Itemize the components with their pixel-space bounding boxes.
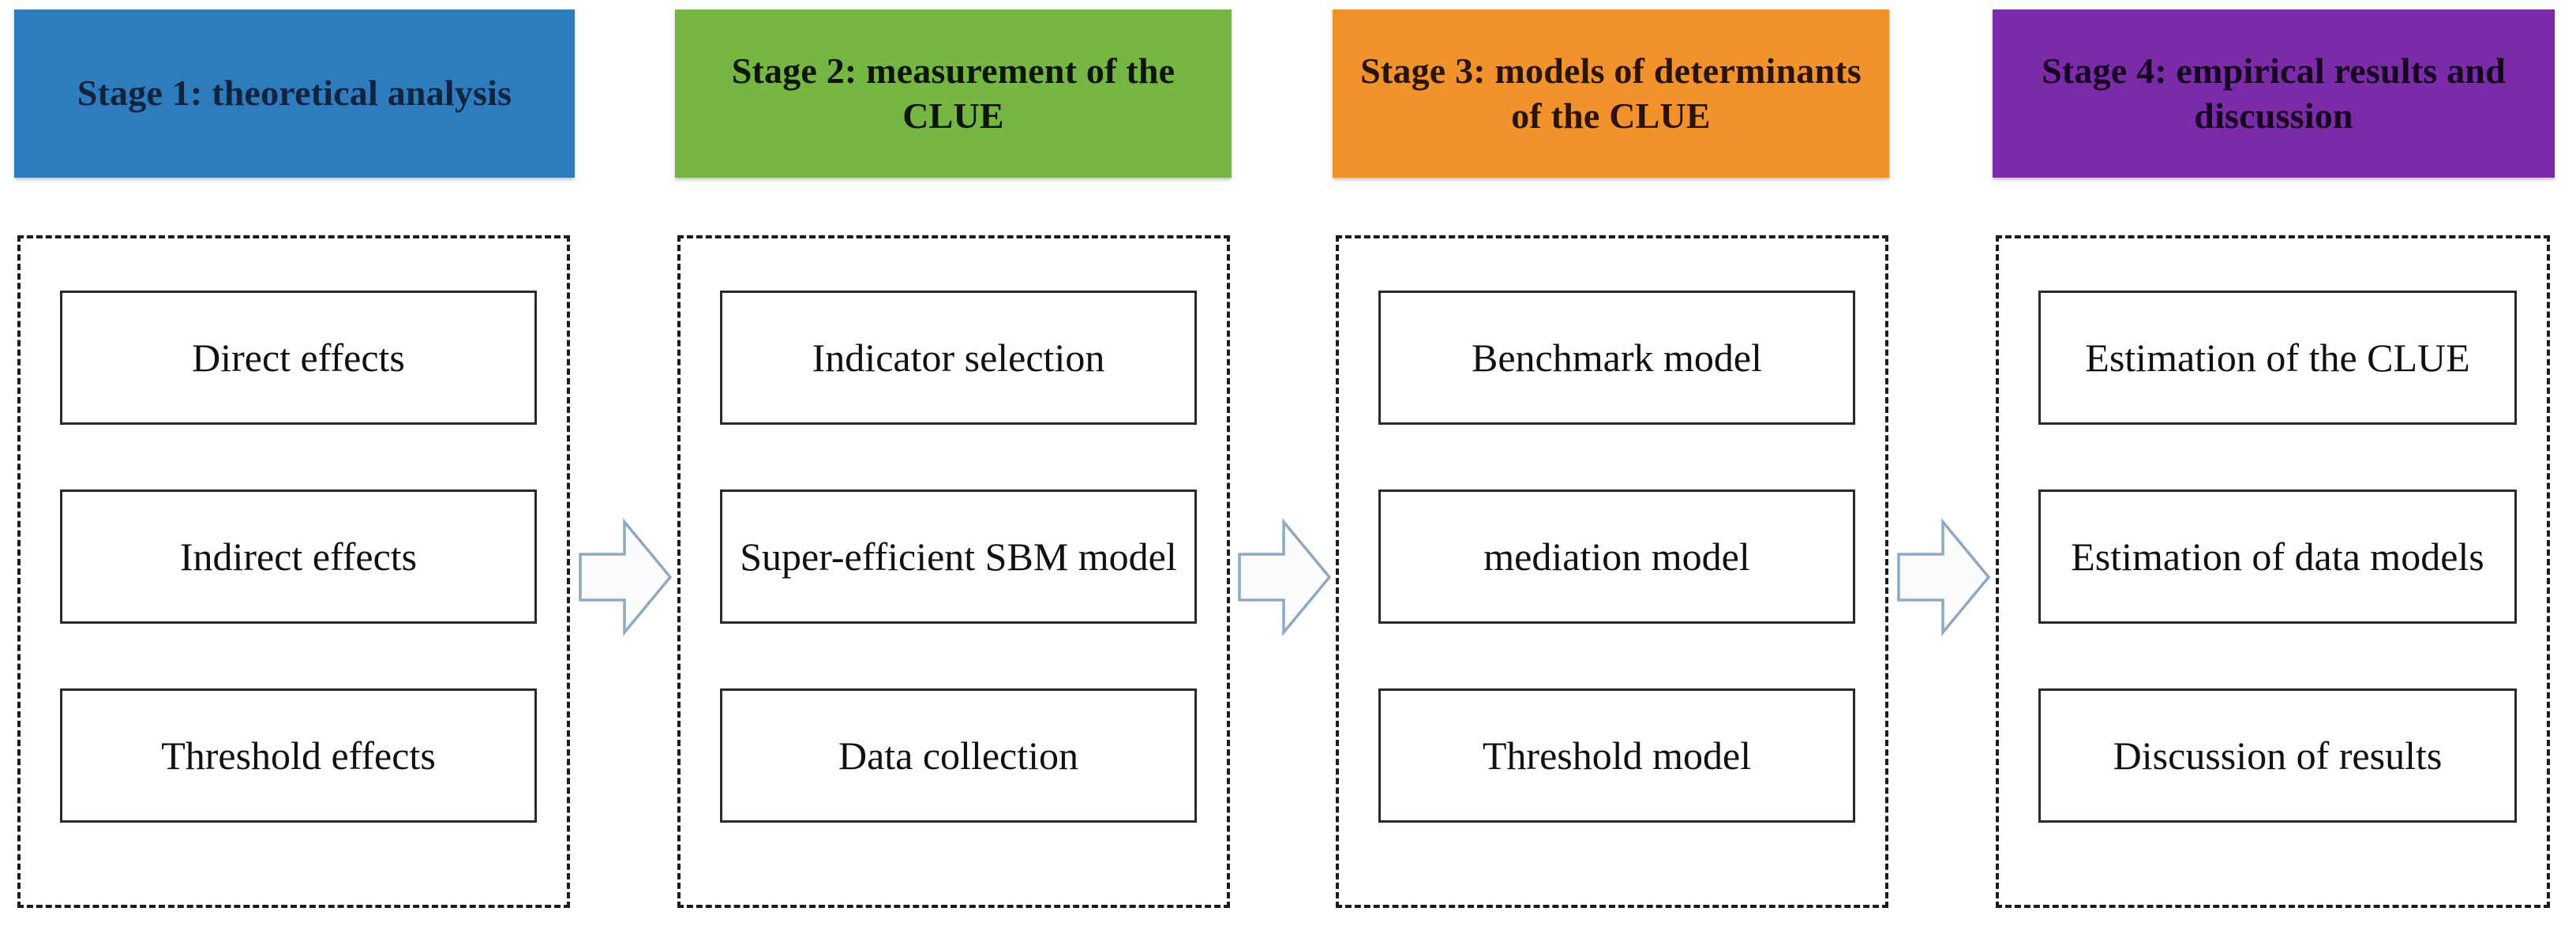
stage-header-2-label: Stage 2: measurement of the CLUE — [731, 51, 1176, 136]
stage-container-3: Benchmark model mediation model Threshol… — [1336, 235, 1888, 908]
stage3-item-2: mediation model — [1378, 490, 1855, 624]
stage3-item-3-label: Threshold model — [1482, 733, 1752, 778]
arrow-right-icon — [1238, 517, 1331, 637]
stage4-item-1-label: Estimation of the CLUE — [2085, 336, 2470, 380]
stage1-item-1-label: Direct effects — [192, 336, 405, 380]
stage-header-4-label: Stage 4: empirical results and discussio… — [2042, 51, 2506, 136]
stage4-item-2: Estimation of data models — [2038, 490, 2517, 624]
stage4-item-2-label: Estimation of data models — [2071, 535, 2484, 579]
stage4-item-3: Discussion of results — [2038, 688, 2517, 823]
stage4-item-3-label: Discussion of results — [2113, 733, 2443, 778]
arrow-right-icon — [1897, 517, 1990, 637]
stage2-item-2: Super-efficient SBM model — [720, 490, 1197, 624]
stage2-item-1-label: Indicator selection — [812, 336, 1105, 380]
arrow-right-icon — [579, 517, 672, 637]
stage1-item-3: Threshold effects — [60, 688, 537, 823]
stage-header-2: Stage 2: measurement of the CLUE — [675, 9, 1232, 178]
stage1-item-3-label: Threshold effects — [161, 733, 436, 778]
stage3-item-3: Threshold model — [1378, 688, 1855, 823]
stage-header-3-label: Stage 3: models of determinants of the C… — [1360, 51, 1862, 136]
stage-header-1: Stage 1: theoretical analysis — [14, 9, 575, 178]
stage2-item-2-label: Super-efficient SBM model — [740, 535, 1177, 579]
stage-container-2: Indicator selection Super-efficient SBM … — [677, 235, 1230, 908]
stage-header-1-label: Stage 1: theoretical analysis — [77, 73, 512, 114]
stage1-item-1: Direct effects — [60, 291, 537, 425]
stage2-item-3: Data collection — [720, 688, 1197, 823]
stage4-item-1: Estimation of the CLUE — [2038, 291, 2517, 425]
stage-header-3: Stage 3: models of determinants of the C… — [1333, 9, 1889, 178]
stage3-item-1-label: Benchmark model — [1472, 336, 1762, 380]
stage3-item-2-label: mediation model — [1483, 535, 1750, 579]
stage2-item-1: Indicator selection — [720, 291, 1197, 425]
stage1-item-2-label: Indirect effects — [179, 535, 418, 579]
stage-container-1: Direct effects Indirect effects Threshol… — [17, 235, 570, 908]
stage-header-4: Stage 4: empirical results and discussio… — [1993, 9, 2555, 178]
stage1-item-2: Indirect effects — [60, 490, 537, 624]
stage2-item-3-label: Data collection — [838, 733, 1079, 778]
stage-container-4: Estimation of the CLUE Estimation of dat… — [1996, 235, 2550, 908]
stage3-item-1: Benchmark model — [1378, 291, 1855, 425]
